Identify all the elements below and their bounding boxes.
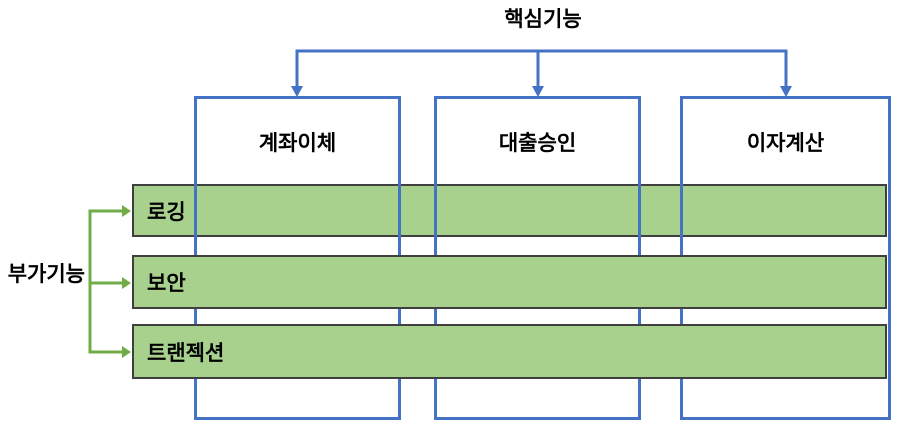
aspect-bar-label: 트랜젝션 (147, 341, 225, 365)
right-arrow-icon (122, 346, 131, 358)
core-box-label: 계좌이체 (258, 132, 337, 155)
aspect-bar-label: 보안 (147, 272, 186, 295)
core-box-label: 이자계산 (746, 132, 825, 155)
left-connector-line (88, 209, 123, 354)
top-connector-line (295, 49, 788, 88)
aspect-bar-label: 로깅 (147, 200, 186, 224)
aspect-bar-security: 보안 (132, 255, 887, 309)
top-connector-blue (295, 49, 788, 88)
aspect-bar-transaction: 트랜젝션 (132, 324, 887, 379)
core-box-label: 대출승인 (498, 132, 577, 155)
right-arrow-icon (122, 205, 131, 217)
aspect-bar-logging: 로깅 (132, 184, 887, 237)
side-label-addon-functions: 부가기능 (7, 263, 85, 286)
diagram-title: 핵심기능 (504, 8, 582, 31)
left-connector-arrowheads (122, 205, 131, 358)
right-arrow-icon (122, 277, 131, 289)
left-connector-green (88, 209, 123, 354)
